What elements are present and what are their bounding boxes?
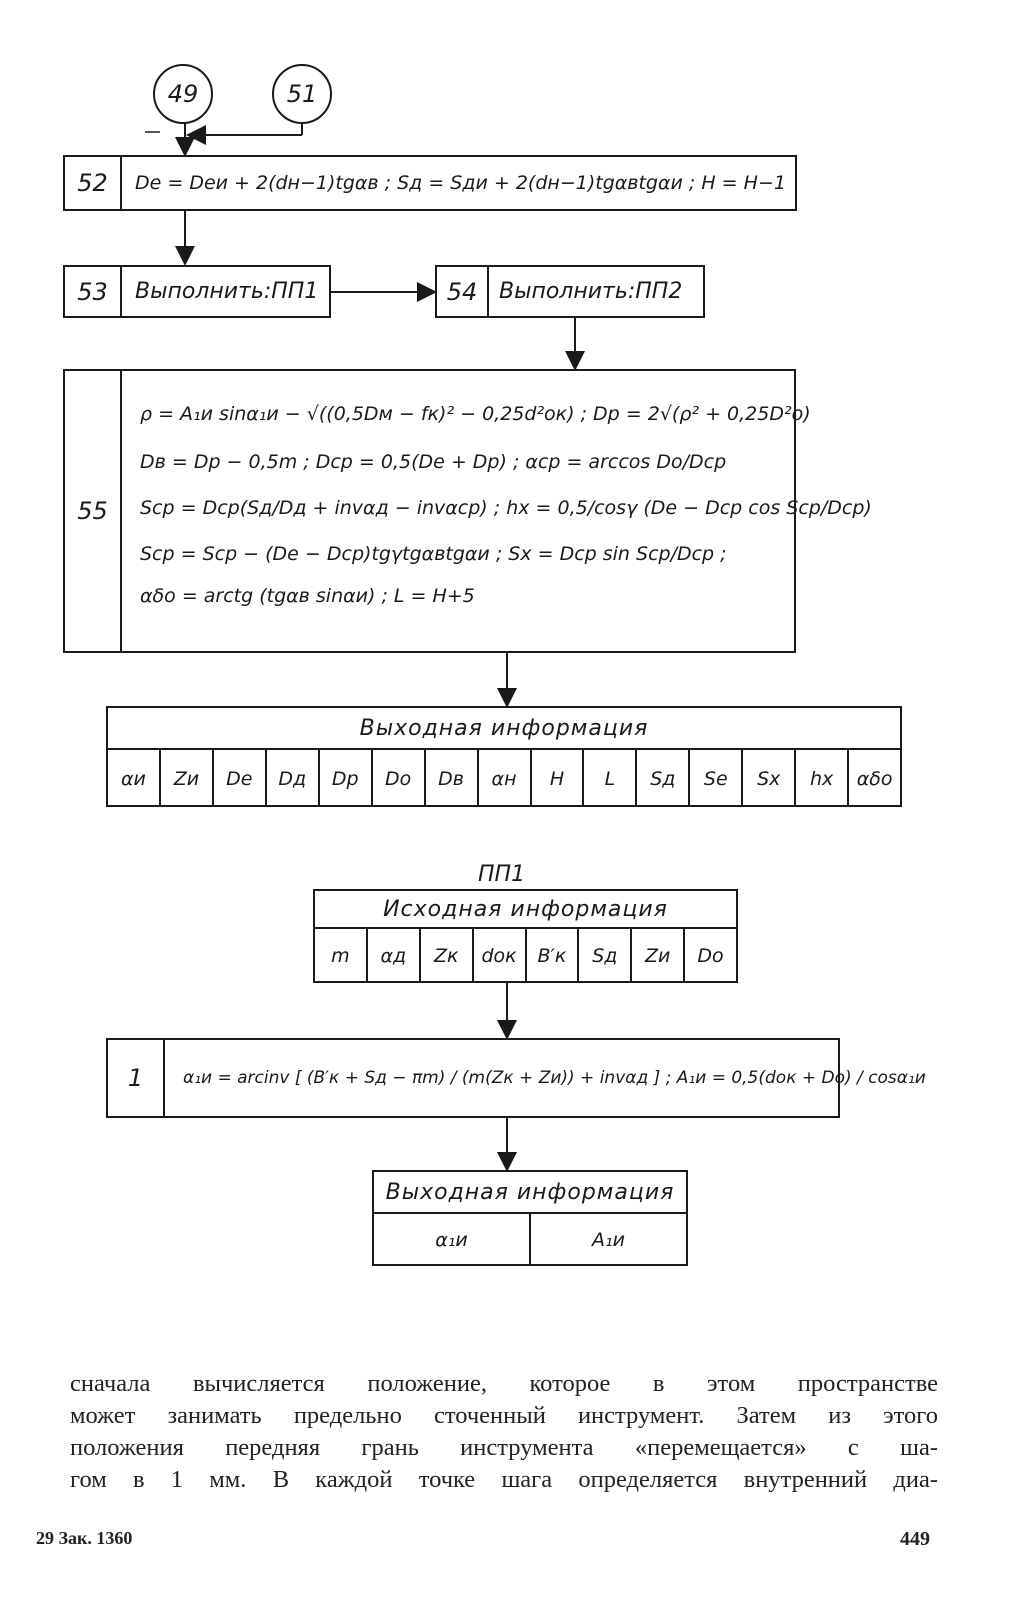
- block-number: 53: [65, 267, 122, 316]
- table-cell: Sд: [579, 929, 633, 983]
- block-number: 54: [437, 267, 489, 316]
- table-cell: Sх: [743, 750, 797, 807]
- table-cell: Dр: [320, 750, 373, 807]
- body-paragraph: сначала вычисляется положение, которое в…: [70, 1368, 938, 1496]
- connector-51: 51: [272, 64, 332, 124]
- table-cell: αн: [479, 750, 532, 807]
- table-cell: A₁и: [592, 1229, 625, 1251]
- process-block-53: 53 Выполнить:ПП1: [63, 265, 331, 318]
- process-block-1: 1 α₁и = arcinv [ (B′к + Sд − πm) / (m(Zк…: [106, 1038, 926, 1118]
- table-cell: α₁и: [374, 1214, 531, 1266]
- formula-line-1: ρ = A₁и sinα₁и − √((0,5Dм − fк)² − 0,25d…: [140, 403, 811, 425]
- formula-area: ρ = A₁и sinα₁и − √((0,5Dм − fк)² − 0,25d…: [122, 371, 872, 651]
- table-cell: αд: [368, 929, 421, 983]
- subroutine-title: ПП1: [478, 862, 526, 887]
- table-cell: Dо: [373, 750, 426, 807]
- block-formula: Dе = Dеи + 2(dн−1)tgαв ; Sд = Sди + 2(dн…: [135, 172, 786, 194]
- output-table-main: Выходная информация αи Zи Dе Dд Dр Dо Dв…: [106, 706, 902, 807]
- table-cell: m: [315, 929, 368, 983]
- paragraph-line: может занимать предельно сточенный инстр…: [70, 1402, 938, 1429]
- block-number: 55: [65, 371, 122, 651]
- table-cell: B′к: [527, 929, 580, 983]
- table-row: m αд Zк dок B′к Sд Zи Dо: [315, 929, 736, 983]
- table-cell: Sе: [690, 750, 744, 807]
- table-cell: dок: [474, 929, 527, 983]
- table-cell: αи: [108, 750, 161, 807]
- table-title: Выходная информация: [108, 708, 900, 750]
- process-block-54: 54 Выполнить:ПП2: [435, 265, 705, 318]
- table-cell: Dв: [426, 750, 479, 807]
- paragraph-line: положения передняя грань инструмента «пе…: [70, 1434, 938, 1461]
- table-cell: L: [584, 750, 638, 807]
- table-cell: Zи: [161, 750, 214, 807]
- page-number: 449: [900, 1528, 930, 1550]
- table-cell: Sд: [637, 750, 691, 807]
- formula-line-2: Dв = Dр − 0,5m ; Dср = 0,5(Dе + Dр) ; αс…: [140, 451, 727, 473]
- table-cell: Zк: [421, 929, 474, 983]
- process-block-55: 55 ρ = A₁и sinα₁и − √((0,5Dм − fк)² − 0,…: [63, 369, 872, 653]
- paragraph-line: сначала вычисляется положение, которое в…: [70, 1370, 938, 1397]
- block-text: Выполнить:ПП2: [499, 279, 683, 304]
- block-number: 52: [65, 157, 122, 209]
- table-row: αи Zи Dе Dд Dр Dо Dв αн H L Sд Sе Sх hх …: [108, 750, 900, 807]
- table-cell: Dе: [214, 750, 267, 807]
- table-cell: H: [532, 750, 585, 807]
- block-formula: α₁и = arcinv [ (B′к + Sд − πm) / (m(Zк +…: [183, 1068, 926, 1088]
- table-cell: αδо: [856, 767, 893, 790]
- block-number: 1: [108, 1040, 165, 1116]
- formula-line-5: αδо = arctg (tgαв sinαи) ; L = H+5: [140, 585, 475, 607]
- paragraph-line: гом в 1 мм. В каждой точке шага определя…: [70, 1466, 938, 1493]
- table-cell: Dо: [697, 945, 724, 967]
- process-block-52: 52 Dе = Dеи + 2(dн−1)tgαв ; Sд = Sди + 2…: [63, 155, 797, 211]
- table-title: Исходная информация: [315, 891, 736, 929]
- output-table-pp1: Выходная информация α₁и A₁и: [372, 1170, 688, 1266]
- table-cell: hх: [796, 750, 850, 807]
- formula-line-4: Sср = Sср − (Dе − Dср)tgγtgαвtgαи ; Sх =…: [140, 543, 727, 565]
- table-title: Выходная информация: [374, 1172, 686, 1214]
- input-table-pp1: Исходная информация m αд Zк dок B′к Sд Z…: [313, 889, 738, 983]
- footer-order-number: 29 Зак. 1360: [36, 1528, 133, 1548]
- table-row: α₁и A₁и: [374, 1214, 686, 1266]
- block-text: Выполнить:ПП1: [135, 279, 319, 304]
- table-cell: Zи: [632, 929, 686, 983]
- table-cell: Dд: [267, 750, 320, 807]
- connector-49: 49: [153, 64, 213, 124]
- formula-line-3: Sср = Dср(Sд/Dд + invαд − invαср) ; hх =…: [140, 497, 872, 519]
